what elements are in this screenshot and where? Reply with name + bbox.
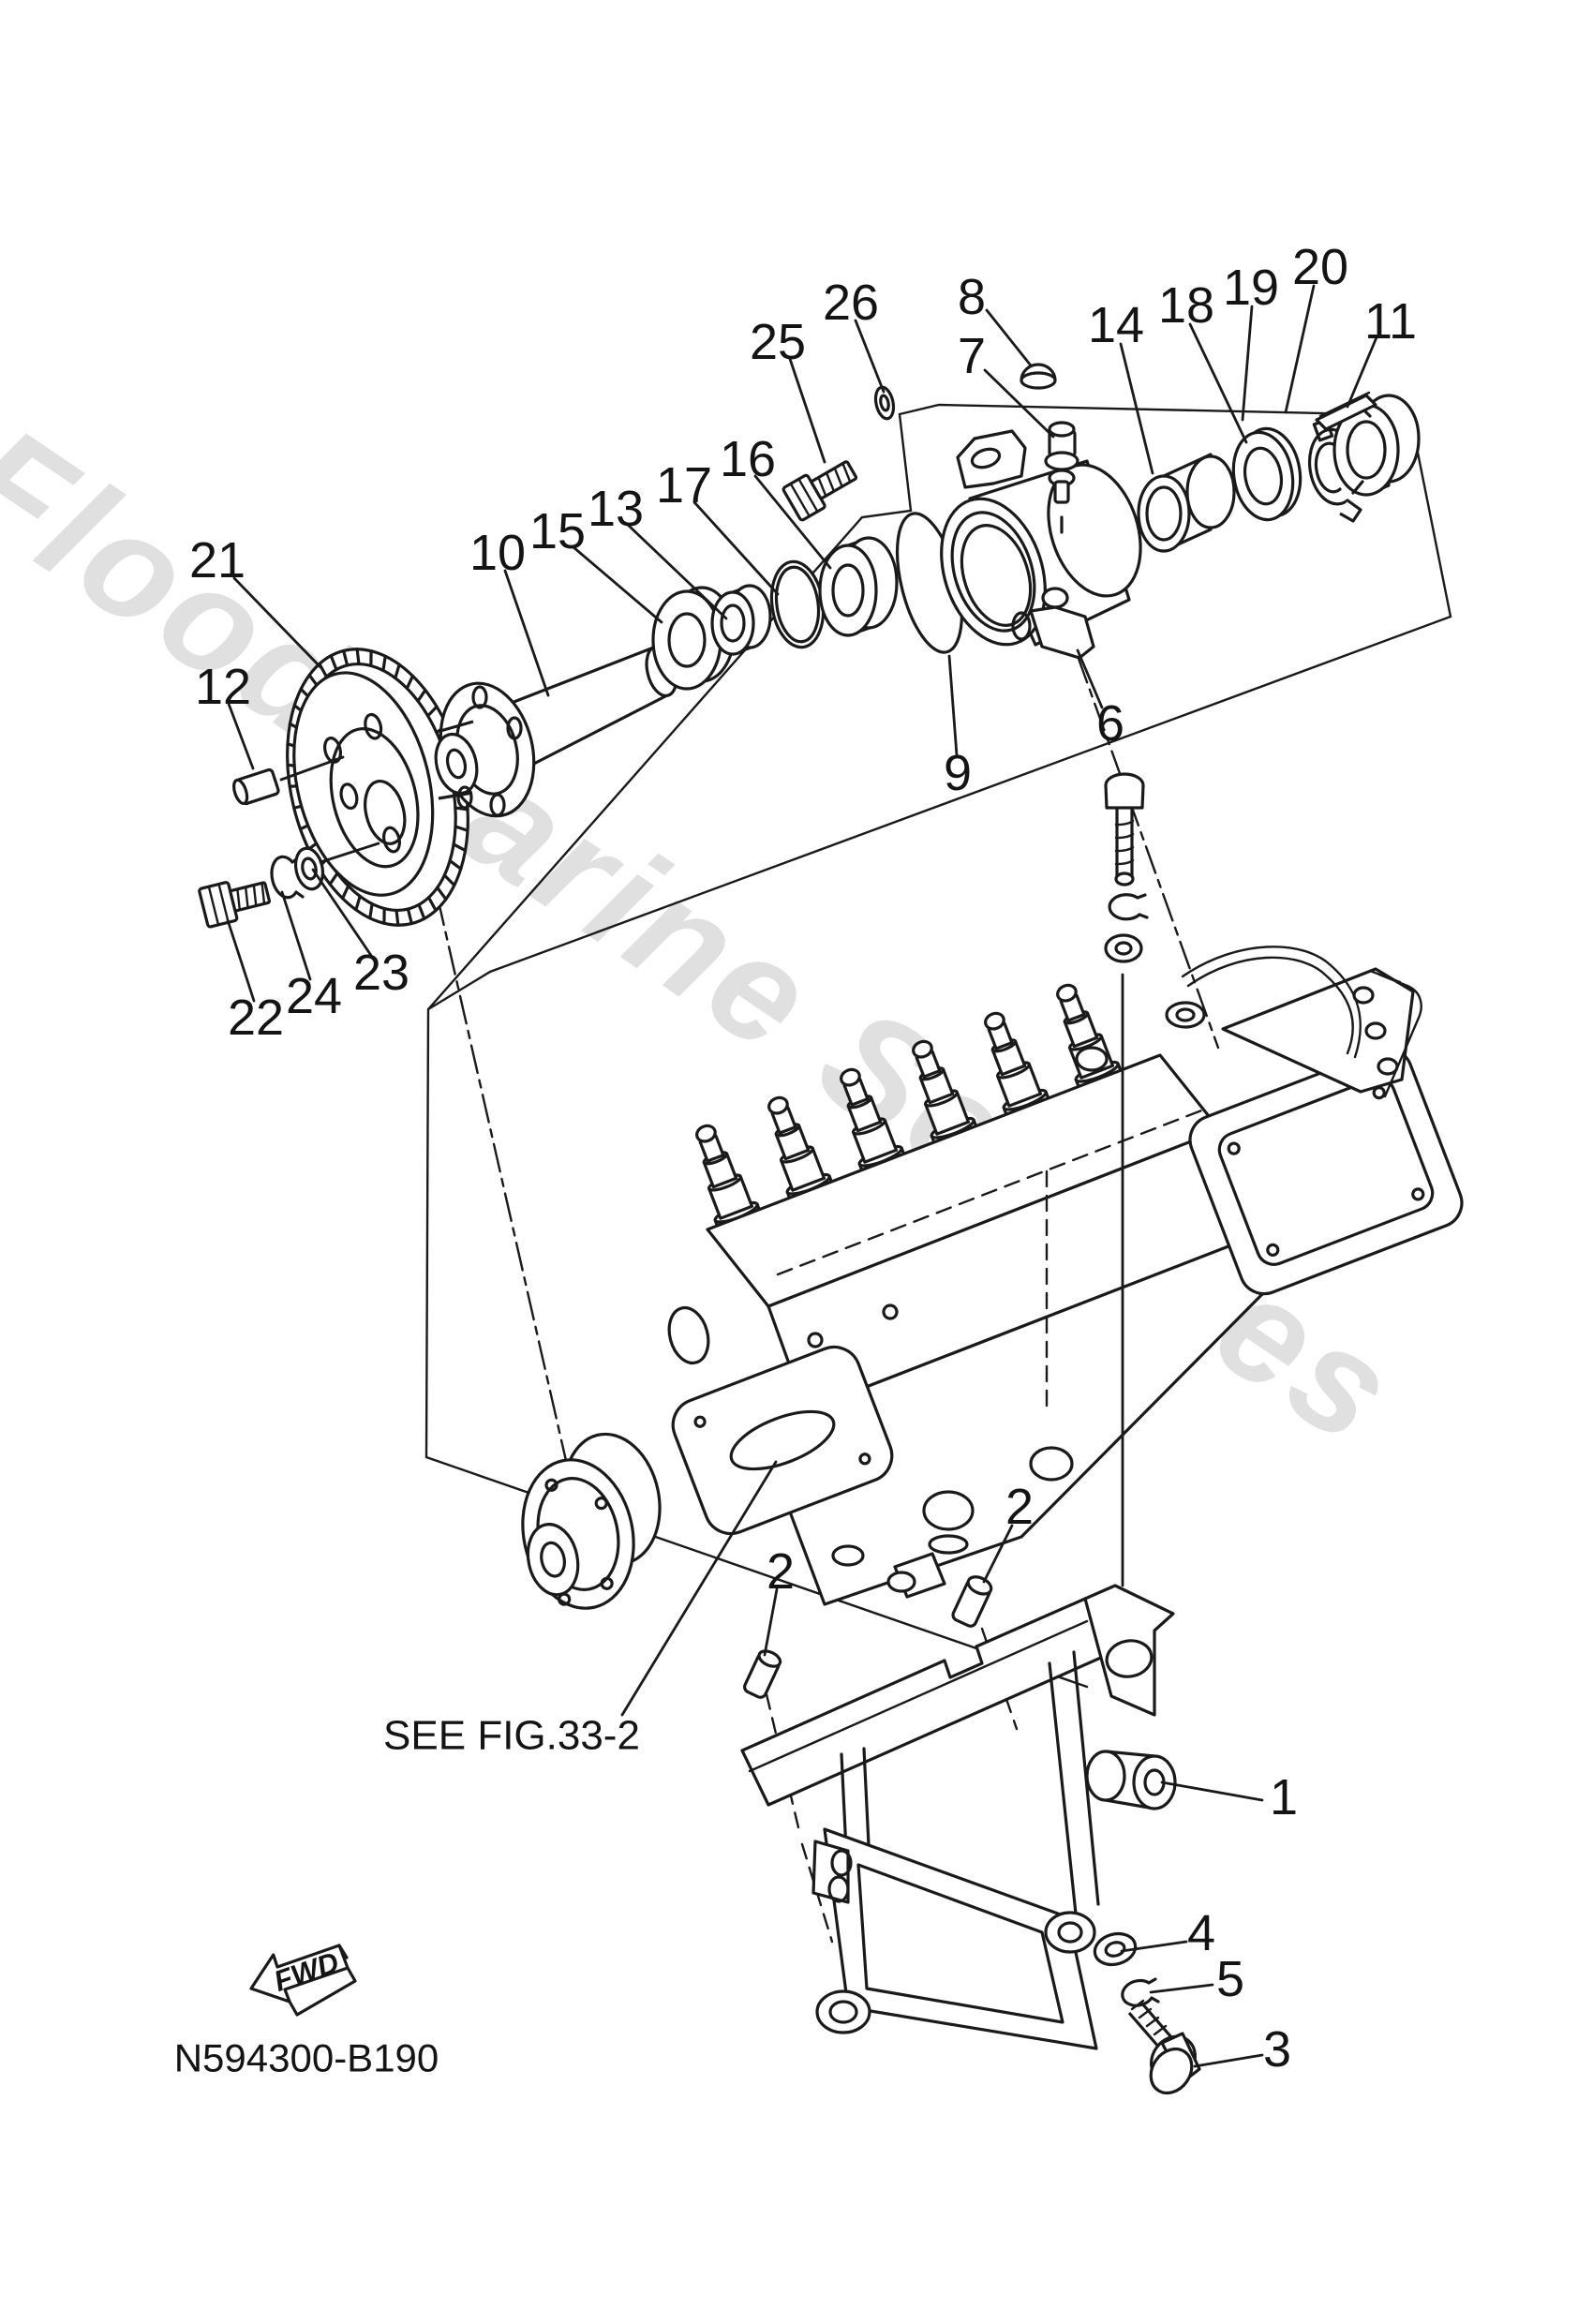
spacer (818, 536, 899, 637)
injection-pump-body (521, 946, 1464, 1610)
fwd-label: FWD (270, 1945, 343, 1998)
washer (1093, 1931, 1138, 1967)
thrust-washer (1231, 426, 1303, 522)
drive-end-hub (521, 1432, 662, 1610)
side-cover (671, 1345, 894, 1536)
coupling-housing (940, 429, 1142, 660)
callout-label: 25 (750, 314, 806, 370)
support-arm (1221, 967, 1415, 1094)
mounting-bolt-stack (1104, 772, 1149, 963)
callout-label: 26 (823, 275, 879, 331)
bolt (782, 460, 858, 522)
callout-label: 5 (1216, 1951, 1244, 2007)
inset-box-upper (427, 403, 1452, 1011)
callout-label: 11 (1364, 293, 1417, 350)
air-bleed-fitting (1044, 421, 1079, 534)
callout-label: 20 (1292, 239, 1348, 295)
callout-label: 2 (1005, 1479, 1034, 1535)
dowel-pin (743, 1649, 782, 1699)
sleeve (1137, 453, 1236, 553)
leader-lines (226, 284, 1378, 2068)
bolt (198, 881, 272, 929)
fwd-arrow: FWD (249, 1944, 357, 2017)
callout-label: 6 (1096, 695, 1124, 752)
callout-label: 10 (469, 525, 526, 581)
dowel-pin (951, 1575, 993, 1628)
callout-label: 7 (958, 328, 986, 384)
fitting-hex (922, 1490, 975, 1531)
callout-label: 4 (1187, 1905, 1215, 1961)
inset-box-lower (424, 1007, 1089, 1689)
collar (710, 584, 772, 656)
callout-label: 16 (720, 431, 776, 487)
see-figure-note: SEE FIG.33-2 (383, 1713, 640, 1759)
tab-washer (1307, 418, 1362, 523)
oil-pipe (1181, 946, 1362, 1059)
bolt (1127, 1999, 1201, 2095)
washer (293, 846, 325, 891)
pin (232, 767, 280, 806)
callout-label: 14 (1088, 297, 1144, 353)
callout-label: 8 (958, 269, 986, 325)
callout-label: 22 (228, 990, 284, 1046)
mounting-bracket (740, 1584, 1177, 2050)
callout-label: 24 (286, 968, 342, 1024)
cap (1020, 363, 1057, 390)
callout-label: 9 (944, 745, 972, 801)
seal-ring (769, 559, 826, 649)
callout-label: 1 (1270, 1769, 1298, 1825)
callout-label: 19 (1223, 260, 1279, 316)
callout-label: 15 (529, 503, 586, 559)
callout-label: 12 (195, 659, 251, 715)
callout-label: 18 (1158, 277, 1214, 334)
callout-label: 2 (767, 1543, 795, 1600)
callout-label: 13 (588, 481, 644, 537)
callout-label: 3 (1263, 2021, 1291, 2078)
governor-housing (1188, 1047, 1464, 1296)
callout-label: 23 (353, 945, 409, 1001)
drawing-number: N594300-B190 (174, 2036, 439, 2080)
drive-shaft (434, 644, 678, 818)
callout-label: 21 (189, 532, 246, 588)
callout-label: 17 (656, 457, 712, 514)
